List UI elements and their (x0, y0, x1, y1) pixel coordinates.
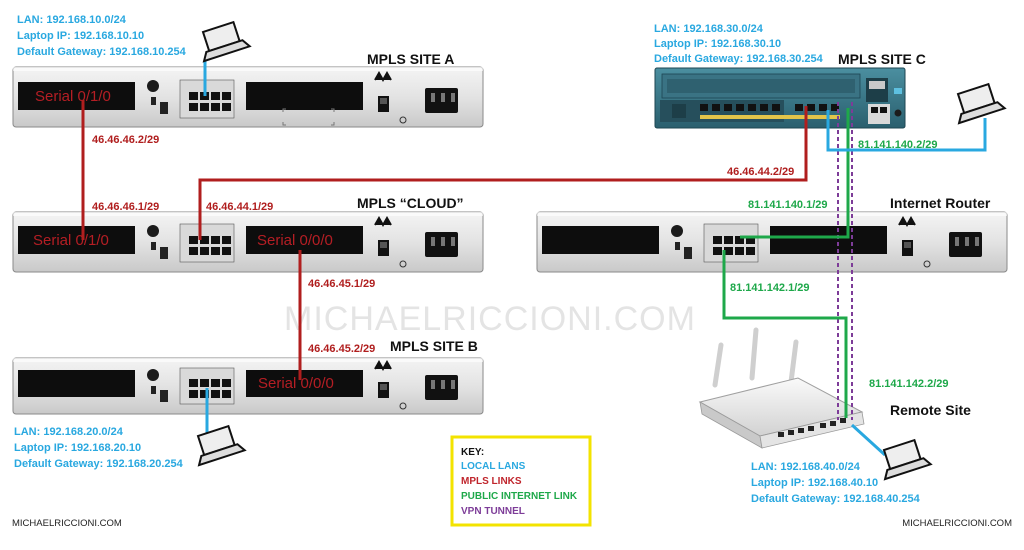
laptop-icon (882, 438, 933, 481)
link-label-a-top: 46.46.46.2/29 (92, 134, 159, 146)
site-c-lan: LAN: 192.168.30.0/24 (654, 23, 764, 35)
remote-site-lan: LAN: 192.168.40.0/24 (751, 461, 861, 473)
legend-title: KEY: (461, 447, 484, 458)
mpls-links (81, 100, 808, 380)
site-c-lan-info: LAN: 192.168.30.0/24 Laptop IP: 192.168.… (654, 23, 824, 65)
site-title-remote: Remote Site (890, 402, 971, 418)
firewall-mpls-site-c (654, 67, 906, 129)
site-b-lan: LAN: 192.168.20.0/24 (14, 426, 124, 438)
link-label-ir-bottom: 81.141.142.1/29 (730, 282, 810, 294)
serial-label-site-a: Serial 0/1/0 (35, 88, 111, 105)
internet-link-remote-site (722, 250, 848, 418)
lan-link-remote-site (850, 423, 887, 457)
legend-key: KEY: LOCAL LANS MPLS LINKS PUBLIC INTERN… (450, 435, 592, 527)
footer-left: MICHAELRICCIONI.COM (12, 518, 122, 529)
link-label-c-inet: 81.141.140.2/29 (858, 139, 938, 151)
serial-label-site-b: Serial 0/0/0 (258, 375, 334, 392)
router-power-icon (147, 369, 159, 381)
antenna-icon (712, 342, 724, 388)
antenna-icon (788, 339, 799, 385)
legend-item-vpn-tunnel: VPN TUNNEL (461, 506, 525, 517)
router-internet (536, 211, 1008, 273)
router-slot-2 (246, 82, 363, 110)
link-label-c-cloud: 46.46.44.1/29 (206, 201, 273, 213)
mpls-link-cloud-site-c (198, 106, 808, 240)
ground-screw-icon (399, 116, 407, 124)
router-remote-site (698, 327, 865, 449)
link-label-b-bottom: 46.46.45.2/29 (308, 343, 375, 355)
site-b-laptop-ip: Laptop IP: 192.168.20.10 (14, 442, 141, 454)
site-title-cloud: MPLS “CLOUD” (357, 195, 464, 211)
serial-label-cloud-left: Serial 0/1/0 (33, 232, 109, 249)
link-label-ir-top: 81.141.140.1/29 (748, 199, 828, 211)
site-a-gateway: Default Gateway: 192.168.10.254 (17, 46, 187, 58)
router-slot-2 (770, 226, 887, 254)
link-label-a-bottom: 46.46.46.1/29 (92, 201, 159, 213)
watermark-text: MICHAELRICCIONI.COM (284, 300, 696, 338)
site-c-laptop-ip: Laptop IP: 192.168.30.10 (654, 38, 781, 50)
usb-port-icon (160, 102, 168, 114)
power-button-icon (894, 109, 902, 117)
footer-right: MICHAELRICCIONI.COM (902, 518, 1012, 529)
router-slot-1 (18, 370, 135, 397)
site-c-gateway: Default Gateway: 192.168.30.254 (654, 53, 824, 65)
router-power-icon (147, 80, 159, 92)
usb-port-icon (684, 247, 692, 259)
link-label-remote-inet: 81.141.142.2/29 (869, 378, 949, 390)
cisco-logo-icon (898, 215, 916, 228)
router-mpls-site-b: Serial 0/0/0 (12, 357, 484, 415)
remote-site-gateway: Default Gateway: 192.168.40.254 (751, 493, 921, 505)
lan-links (203, 60, 987, 457)
router-mpls-cloud: Serial 0/1/0 Serial 0/0/0 (12, 211, 484, 273)
router-power-icon (147, 225, 159, 237)
vpn-tunnel (837, 102, 853, 420)
laptop-icon (956, 82, 1007, 125)
site-b-lan-info: LAN: 192.168.20.0/24 Laptop IP: 192.168.… (14, 426, 184, 470)
site-a-lan: LAN: 192.168.10.0/24 (17, 14, 127, 26)
link-label-b-top: 46.46.45.1/29 (308, 278, 375, 290)
ground-screw-icon (399, 260, 407, 268)
router-slot-2 (246, 226, 363, 254)
legend-item-local-lans: LOCAL LANS (461, 461, 526, 472)
legend-border (450, 435, 592, 527)
router-mpls-site-a: Serial 0/1/0 (12, 66, 484, 128)
remote-site-laptop-ip: Laptop IP: 192.168.40.10 (751, 477, 878, 489)
laptop-icon (196, 424, 247, 467)
cisco-logo-icon (374, 70, 392, 83)
router-slot-2 (246, 370, 363, 397)
site-title-a: MPLS SITE A (367, 51, 454, 67)
ground-screw-icon (399, 402, 407, 410)
site-title-c: MPLS SITE C (838, 51, 926, 67)
lan-link-site-c (826, 110, 987, 152)
cisco-logo-icon (374, 215, 392, 228)
site-title-b: MPLS SITE B (390, 338, 478, 354)
ground-screw-icon (923, 260, 931, 268)
site-a-laptop-ip: Laptop IP: 192.168.10.10 (17, 30, 144, 42)
router-power-icon (671, 225, 683, 237)
serial-label-cloud-right: Serial 0/0/0 (257, 232, 333, 249)
antenna-icon (749, 327, 759, 381)
link-label-c-site: 46.46.44.2/29 (727, 166, 794, 178)
site-a-lan-info: LAN: 192.168.10.0/24 Laptop IP: 192.168.… (17, 14, 187, 58)
usb-port-icon (160, 390, 168, 402)
laptop-icon (201, 20, 252, 63)
router-slot-1 (18, 226, 135, 254)
usb-port-icon (160, 247, 168, 259)
site-b-gateway: Default Gateway: 192.168.20.254 (14, 458, 184, 470)
router-slot-1 (542, 226, 659, 254)
remote-site-lan-info: LAN: 192.168.40.0/24 Laptop IP: 192.168.… (751, 461, 921, 505)
legend-item-public-internet: PUBLIC INTERNET LINK (461, 491, 578, 502)
legend-item-mpls-links: MPLS LINKS (461, 476, 522, 487)
router-slot-1 (18, 82, 135, 110)
cisco-logo-icon (374, 359, 392, 372)
site-title-internet-router: Internet Router (890, 195, 991, 211)
